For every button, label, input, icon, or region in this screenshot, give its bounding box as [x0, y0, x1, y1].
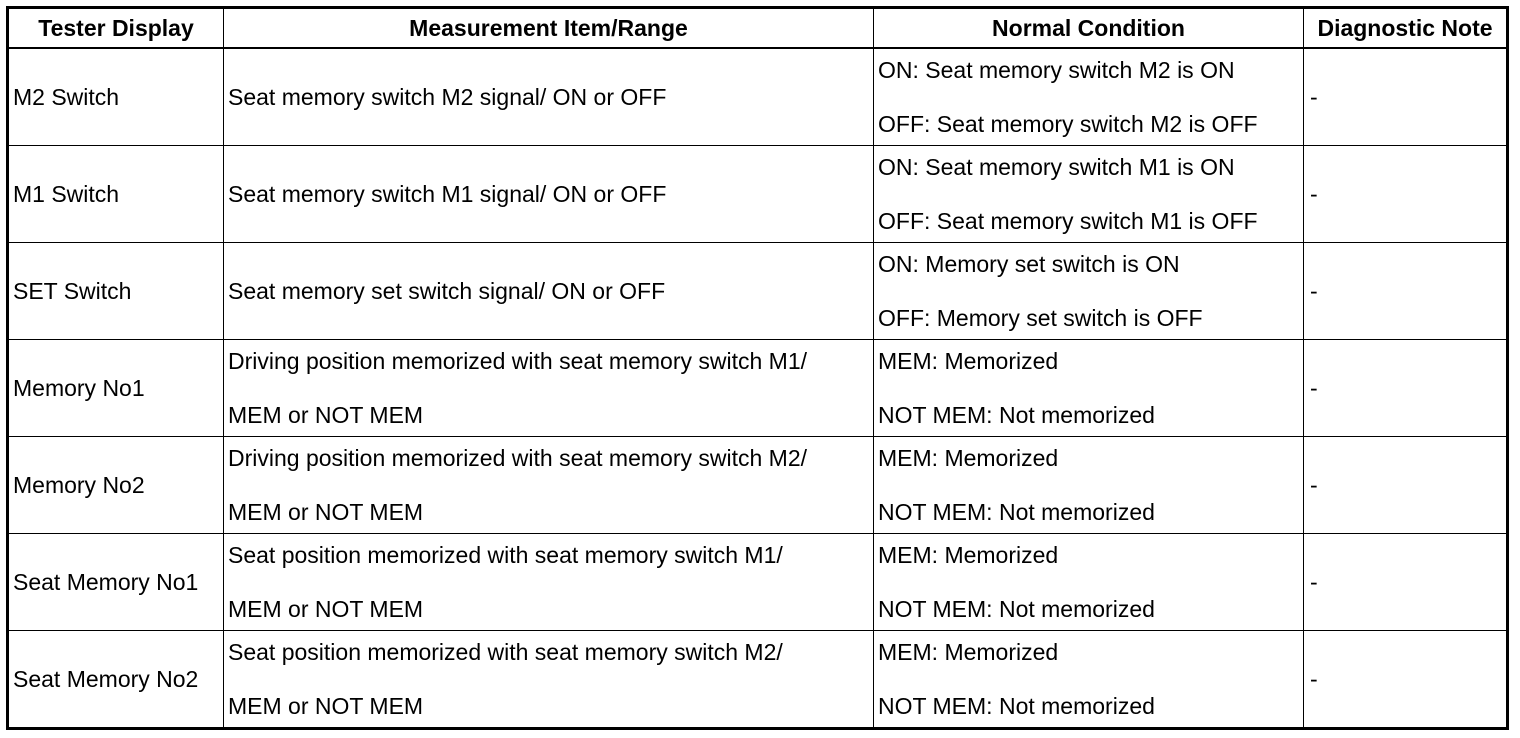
cell-condition: MEM: Memorized NOT MEM: Not memorized: [873, 630, 1304, 729]
condition-off: OFF: Seat memory switch M2 is OFF: [878, 110, 1258, 137]
table-header-row: Tester Display Measurement Item/Range No…: [7, 7, 1508, 49]
header-diagnostic-note: Diagnostic Note: [1303, 7, 1508, 49]
header-normal-condition: Normal Condition: [873, 7, 1304, 49]
condition-off: OFF: Memory set switch is OFF: [878, 304, 1203, 331]
cell-condition: ON: Seat memory switch M2 is ON OFF: Sea…: [873, 47, 1304, 146]
cell-note: -: [1303, 242, 1508, 340]
cell-tester-display: SET Switch: [7, 242, 224, 340]
cell-note: -: [1303, 630, 1508, 729]
header-measurement-item: Measurement Item/Range: [223, 7, 874, 49]
table-row: Seat Memory No1 Seat position memorized …: [7, 533, 1508, 631]
cell-note: -: [1303, 339, 1508, 437]
cell-tester-display: Seat Memory No2: [7, 630, 224, 729]
table-row: Seat Memory No2 Seat position memorized …: [7, 630, 1508, 729]
cell-condition: MEM: Memorized NOT MEM: Not memorized: [873, 436, 1304, 534]
cell-measurement: Seat position memorized with seat memory…: [223, 630, 874, 729]
cell-tester-display: M1 Switch: [7, 145, 224, 243]
condition-on: ON: Seat memory switch M1 is ON: [878, 153, 1235, 180]
cell-measurement: Seat memory switch M2 signal/ ON or OFF: [223, 47, 874, 146]
measurement-line-2: MEM or NOT MEM: [228, 401, 424, 428]
condition-not-mem: NOT MEM: Not memorized: [878, 498, 1155, 525]
data-list-table: Tester Display Measurement Item/Range No…: [6, 6, 1509, 730]
condition-mem: MEM: Memorized: [878, 347, 1059, 374]
measurement-line-2: MEM or NOT MEM: [228, 692, 424, 719]
cell-note: -: [1303, 436, 1508, 534]
condition-not-mem: NOT MEM: Not memorized: [878, 692, 1155, 719]
condition-on: ON: Seat memory switch M2 is ON: [878, 56, 1235, 83]
condition-not-mem: NOT MEM: Not memorized: [878, 401, 1155, 428]
cell-note: -: [1303, 145, 1508, 243]
cell-note: -: [1303, 533, 1508, 631]
header-tester-display: Tester Display: [7, 7, 224, 49]
condition-mem: MEM: Memorized: [878, 638, 1059, 665]
cell-measurement: Seat memory switch M1 signal/ ON or OFF: [223, 145, 874, 243]
measurement-line-1: Driving position memorized with seat mem…: [228, 347, 808, 374]
measurement-line-2: MEM or NOT MEM: [228, 595, 424, 622]
cell-condition: MEM: Memorized NOT MEM: Not memorized: [873, 533, 1304, 631]
cell-measurement: Driving position memorized with seat mem…: [223, 339, 874, 437]
table-row: M2 Switch Seat memory switch M2 signal/ …: [7, 47, 1508, 146]
condition-not-mem: NOT MEM: Not memorized: [878, 595, 1155, 622]
condition-mem: MEM: Memorized: [878, 541, 1059, 568]
condition-off: OFF: Seat memory switch M1 is OFF: [878, 207, 1258, 234]
condition-on: ON: Memory set switch is ON: [878, 250, 1180, 277]
measurement-line-2: MEM or NOT MEM: [228, 498, 424, 525]
cell-tester-display: Memory No1: [7, 339, 224, 437]
cell-tester-display: Seat Memory No1: [7, 533, 224, 631]
table-row: Memory No2 Driving position memorized wi…: [7, 436, 1508, 534]
cell-tester-display: Memory No2: [7, 436, 224, 534]
cell-measurement: Seat position memorized with seat memory…: [223, 533, 874, 631]
cell-condition: ON: Seat memory switch M1 is ON OFF: Sea…: [873, 145, 1304, 243]
cell-note: -: [1303, 47, 1508, 146]
table-row: SET Switch Seat memory set switch signal…: [7, 242, 1508, 340]
cell-condition: MEM: Memorized NOT MEM: Not memorized: [873, 339, 1304, 437]
measurement-line-1: Driving position memorized with seat mem…: [228, 444, 808, 471]
condition-mem: MEM: Memorized: [878, 444, 1059, 471]
cell-condition: ON: Memory set switch is ON OFF: Memory …: [873, 242, 1304, 340]
cell-tester-display: M2 Switch: [7, 47, 224, 146]
measurement-line-1: Seat position memorized with seat memory…: [228, 638, 783, 665]
measurement-line-1: Seat position memorized with seat memory…: [228, 541, 783, 568]
table-row: Memory No1 Driving position memorized wi…: [7, 339, 1508, 437]
cell-measurement: Seat memory set switch signal/ ON or OFF: [223, 242, 874, 340]
data-list-table-wrapper: Tester Display Measurement Item/Range No…: [6, 6, 1509, 730]
cell-measurement: Driving position memorized with seat mem…: [223, 436, 874, 534]
table-row: M1 Switch Seat memory switch M1 signal/ …: [7, 145, 1508, 243]
